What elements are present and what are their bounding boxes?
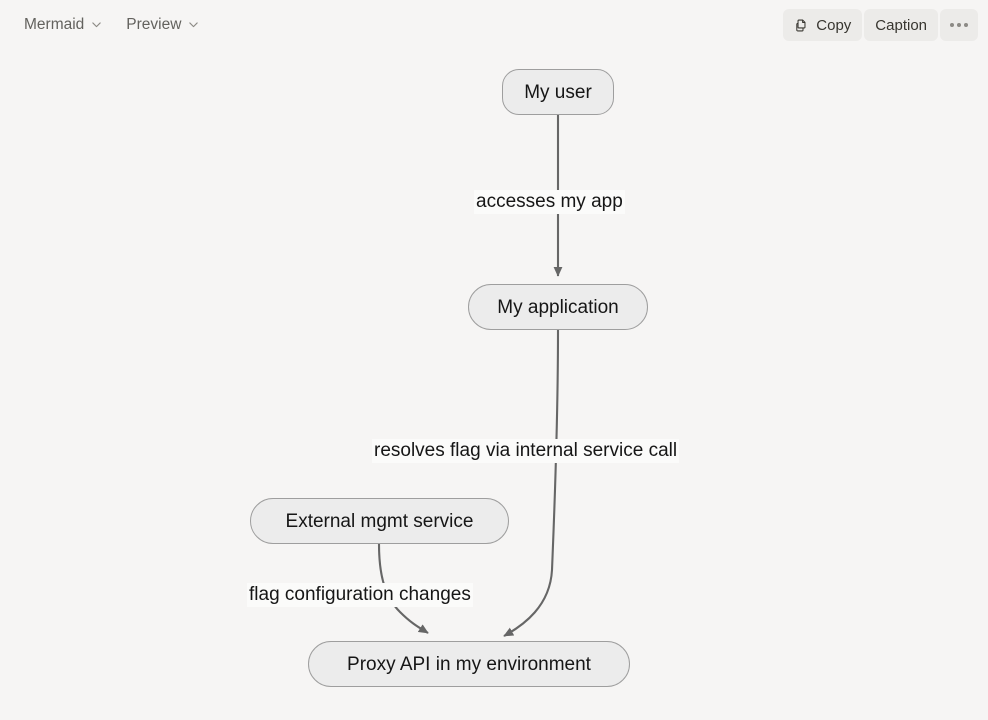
node-label: External mgmt service: [285, 510, 474, 532]
mermaid-diagram-canvas: My user My application External mgmt ser…: [0, 50, 988, 720]
caption-button-label: Caption: [875, 16, 927, 34]
diagram-node-proxy-api[interactable]: Proxy API in my environment: [308, 641, 630, 687]
edge-label-flag-configuration-changes: flag configuration changes: [247, 583, 473, 607]
edge-label-accesses-my-app: accesses my app: [474, 190, 625, 214]
diagram-node-my-user[interactable]: My user: [502, 69, 614, 115]
diagram-toolbar: Mermaid Preview: [0, 0, 988, 50]
caption-button[interactable]: Caption: [864, 9, 938, 41]
node-label: My user: [524, 81, 592, 103]
chevron-down-icon: [91, 19, 102, 30]
view-mode-dropdown[interactable]: Preview: [118, 13, 207, 37]
node-label: Proxy API in my environment: [347, 653, 591, 675]
copy-icon: [794, 18, 809, 33]
node-label: My application: [497, 296, 619, 318]
diagram-edges: [377, 115, 563, 637]
diagram-node-external-mgmt-service[interactable]: External mgmt service: [250, 498, 509, 544]
diagram-node-my-application[interactable]: My application: [468, 284, 648, 330]
copy-button-label: Copy: [816, 16, 852, 34]
copy-button[interactable]: Copy: [783, 9, 863, 41]
more-options-button[interactable]: [940, 9, 978, 41]
chevron-down-icon: [188, 19, 199, 30]
toolbar-right-group: Copy Caption: [783, 9, 978, 41]
mermaid-type-label: Mermaid: [24, 16, 85, 34]
toolbar-left-group: Mermaid Preview: [16, 13, 207, 37]
view-mode-label: Preview: [126, 16, 182, 34]
ellipsis-icon: [950, 23, 968, 27]
edge-app-to-proxy: [503, 329, 560, 637]
edge-mgmt-to-proxy: [377, 543, 429, 634]
mermaid-type-dropdown[interactable]: Mermaid: [16, 13, 110, 37]
edge-label-resolves-flag: resolves flag via internal service call: [372, 439, 680, 463]
